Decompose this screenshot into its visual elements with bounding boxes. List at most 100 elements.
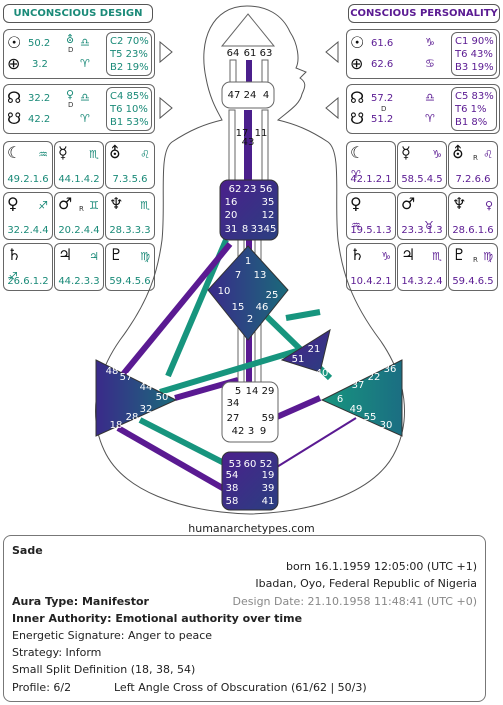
gate-14: 14: [246, 386, 259, 397]
gate-51: 51: [292, 354, 305, 365]
sun-icon: ☉: [350, 33, 365, 52]
gate-4: 4: [263, 90, 269, 101]
gate-28: 28: [126, 412, 139, 423]
gate-63: 63: [260, 48, 273, 59]
design-venus-value: 32.2.4.4: [7, 225, 49, 236]
zodiac-icon: ♃: [89, 250, 99, 263]
south-node-icon: ☋: [7, 109, 22, 128]
north-node-icon: ☊: [350, 88, 365, 107]
personality-pluto-value: 59.4.6.5: [452, 276, 494, 287]
zodiac-icon: ♐: [8, 270, 18, 283]
personality-saturn-cell: ♄ ♑ 10.4.2.1: [346, 243, 396, 291]
gate-12: 12: [262, 210, 275, 221]
gate-25: 25: [266, 290, 279, 301]
detail-line: T6 10%: [110, 104, 148, 115]
detail-line: C2 70%: [110, 36, 149, 47]
gate-6: 6: [337, 394, 343, 405]
capricorn-icon: ♑: [425, 36, 435, 49]
neptune-icon: ♆: [109, 194, 124, 213]
detail-line: B1 53%: [110, 117, 149, 128]
design-uranus-cell: ⛢ ♌ 7.3.5.6: [105, 141, 155, 189]
zodiac-icon: ♐: [38, 199, 48, 212]
channel-17-62: [228, 109, 236, 186]
personality-jupiter-value: 14.3.2.4: [401, 276, 443, 287]
design-saturn-value: 26.6.1.2: [7, 276, 49, 287]
gate-50: 50: [156, 392, 169, 403]
design-sun-value: 50.2: [28, 38, 51, 49]
channel-61-24: [246, 60, 252, 90]
design-sun-tag: D: [68, 46, 74, 54]
ajna-center: [221, 81, 275, 109]
gate-18: 18: [110, 420, 123, 431]
channel-39-55-edge: [271, 417, 357, 471]
channel-26-44: [159, 347, 301, 395]
personality-sun-details: C1 90% T6 43% B3 19%: [451, 32, 497, 76]
info-panel: Sade born 16.1.1959 12:05:00 (UTC +1) Ib…: [3, 535, 486, 702]
personality-jupiter-cell: ♃ ♏ 14.3.2.4: [397, 243, 447, 291]
strategy: Strategy: Inform: [12, 646, 102, 659]
zodiac-icon: ♍: [140, 250, 150, 263]
head-center: [220, 13, 276, 47]
personality-neptune-cell: ♆ ♀ 28.6.1.6: [448, 192, 498, 240]
venus-icon: ♀: [350, 194, 362, 213]
personality-venus-value: 19.5.1.3: [350, 225, 392, 236]
personality-mercury-value: 58.5.4.5: [401, 174, 443, 185]
spleen-center: [95, 359, 178, 437]
gate-24: 24: [244, 90, 257, 101]
personality-header: CONSCIOUS PERSONALITY: [348, 4, 500, 23]
channel-37-40: [257, 307, 333, 381]
detail-line: C4 85%: [110, 91, 149, 102]
gate-64: 64: [227, 48, 240, 59]
gate-10: 10: [218, 286, 231, 297]
mars-icon: ♂: [401, 194, 416, 213]
detail-line: B1 8%: [455, 117, 488, 128]
design-mercury-value: 44.1.4.2: [58, 174, 100, 185]
channel-64-47: [229, 59, 237, 91]
channel-11-56: [261, 109, 269, 186]
gate-53: 53: [229, 459, 242, 470]
gate-52: 52: [260, 459, 273, 470]
channel-43-23: [244, 110, 252, 185]
design-sun-details: C2 70% T5 23% B2 19%: [106, 32, 152, 76]
zodiac-icon: ♒: [38, 148, 48, 161]
gate-8: 8: [242, 224, 248, 235]
design-nodes-tag: D: [68, 101, 74, 109]
gate-38: 38: [226, 483, 239, 494]
gate-61: 61: [244, 48, 257, 59]
gate-29: 29: [262, 386, 275, 397]
uranus-icon: ⛢: [109, 143, 121, 162]
throat-center: [219, 179, 279, 241]
design-jupiter-value: 44.2.3.3: [58, 276, 100, 287]
personality-sun-earth-box: ☉ 61.6 ♑ ⊕ 62.6 ♋ C1 90% T6 43% B3 19%: [346, 29, 500, 79]
gate-40: 40: [316, 368, 329, 379]
root-center: [221, 451, 279, 511]
solar-plexus-center: [320, 359, 403, 437]
zodiac-icon: ♍: [483, 250, 493, 263]
design-nodes-details: C4 85% T6 10% B1 53%: [106, 87, 152, 131]
gate-34: 34: [227, 398, 240, 409]
gate-59: 59: [262, 413, 275, 424]
detail-line: T6 1%: [455, 104, 487, 115]
gate-2: 2: [247, 314, 253, 325]
personality-uranus-cell: ⛢ R ♌ 7.2.6.6: [448, 141, 498, 189]
zodiac-icon: ♑: [381, 250, 391, 263]
design-arrow-bottom: [159, 96, 173, 120]
pluto-icon: ♇: [109, 245, 124, 264]
personality-mercury-cell: ☿ ♑ 58.5.4.5: [397, 141, 447, 189]
aries-icon: ♈: [80, 57, 90, 70]
moon-icon: ☾: [7, 143, 22, 162]
detail-line: T5 23%: [110, 49, 148, 60]
gate-30: 30: [380, 420, 393, 431]
gate-26: 26: [284, 368, 297, 379]
design-saturn-cell: ♄ ♐ 26.6.1.2: [3, 243, 53, 291]
zodiac-icon: ♏: [140, 199, 150, 212]
personality-arrow-bottom: [325, 96, 339, 120]
gate-13: 13: [254, 270, 267, 281]
design-mercury-cell: ☿ ♏ 44.1.4.2: [54, 141, 104, 189]
south-node-icon: ☋: [350, 109, 365, 128]
design-sun-earth-box: ☉ 50.2 ⛢ D ♎ ⊕ 3.2 ♈ C2 70% T5 23% B2 19…: [3, 29, 155, 79]
design-sun-sub-icon: ⛢: [66, 33, 75, 46]
gate-19: 19: [262, 470, 275, 481]
venus-icon: ♀: [7, 194, 19, 213]
personality-moon-cell: ☾ ♈ 42.1.2.1: [346, 141, 396, 189]
